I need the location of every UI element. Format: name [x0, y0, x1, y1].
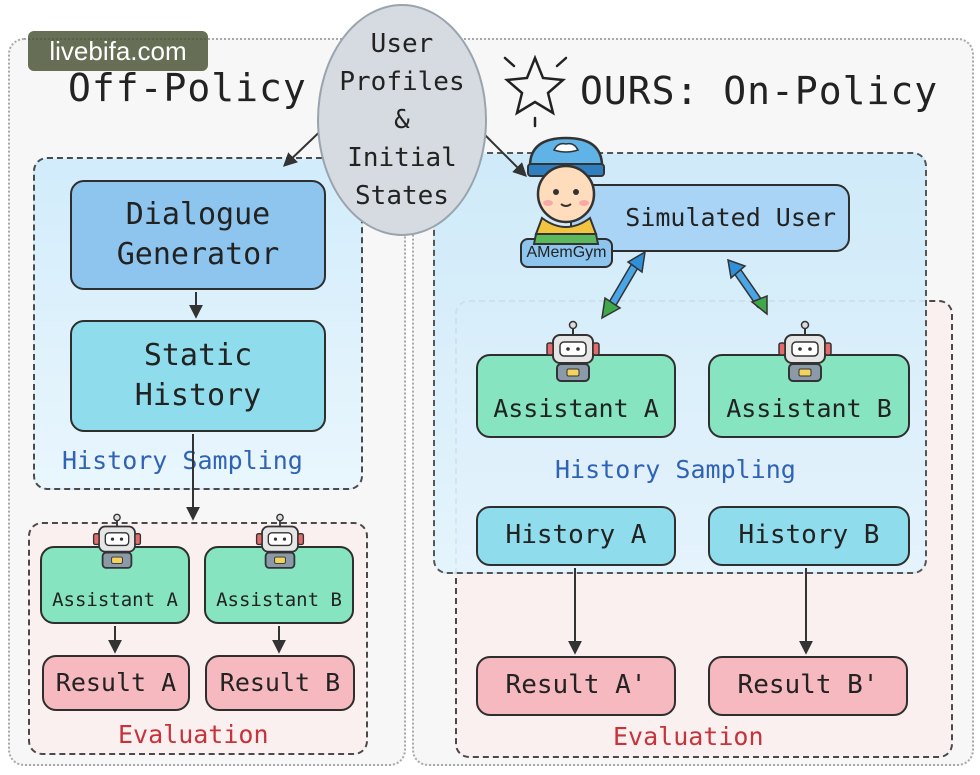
on-result-b-label: Result B'	[737, 670, 879, 701]
off-result-b-box: Result B	[205, 655, 355, 711]
static-history-line2: History	[134, 378, 262, 413]
user-avatar-icon	[527, 136, 605, 245]
robot-icon	[255, 513, 305, 569]
static-history-line1: Static	[143, 337, 253, 373]
robot-icon	[92, 513, 142, 569]
double-arrow-icon	[727, 258, 768, 316]
static-history-box: Static History	[70, 320, 326, 432]
on-policy-title: OURS: On-Policy	[580, 69, 939, 113]
sparkle-star-icon	[503, 54, 568, 128]
off-result-b-label: Result B	[219, 668, 341, 698]
off-policy-evaluation-label: Evaluation	[118, 720, 269, 749]
robot-icon	[778, 320, 832, 382]
watermark-text: livebifa.com	[49, 36, 187, 66]
dialogue-generator-line2: Generator	[116, 237, 280, 272]
on-history-b-box: History B	[708, 506, 910, 566]
oval-line-2: Profiles	[339, 67, 465, 97]
on-policy-evaluation-label: Evaluation	[613, 722, 764, 751]
off-assistant-b-label: Assistant B	[216, 589, 342, 612]
double-arrow-icon	[601, 250, 646, 320]
dialogue-generator-line1: Dialogue	[125, 196, 271, 232]
amemgym-badge-text: AMemGym	[526, 244, 607, 261]
on-policy-history-sampling-label: History Sampling	[555, 455, 796, 484]
simulated-user-label: Simulated User	[625, 203, 836, 233]
on-assistant-b-label: Assistant B	[726, 394, 892, 424]
off-assistant-a-label: Assistant A	[52, 589, 178, 612]
user-profiles-oval: User Profiles & Initial States	[317, 4, 487, 236]
oval-line-3: &	[394, 105, 410, 135]
oval-line-4: Initial	[347, 143, 457, 173]
on-history-a-label: History A	[505, 520, 647, 551]
on-history-b-label: History B	[738, 520, 880, 551]
robot-icon	[546, 320, 600, 382]
on-history-a-box: History A	[476, 506, 676, 566]
on-assistant-a-label: Assistant A	[493, 394, 659, 424]
off-policy-title: Off-Policy	[68, 66, 307, 110]
oval-line-1: User	[370, 29, 434, 59]
oval-line-5: States	[355, 181, 449, 211]
on-result-a-box: Result A'	[476, 656, 676, 716]
off-result-a-label: Result A	[55, 668, 177, 698]
off-policy-history-sampling-label: History Sampling	[62, 446, 303, 475]
off-result-a-box: Result A	[42, 655, 190, 711]
dialogue-generator-box: Dialogue Generator	[70, 180, 326, 290]
on-result-a-label: Result A'	[505, 670, 647, 701]
simulated-user-box: Simulated User	[570, 184, 850, 252]
watermark: livebifa.com	[28, 31, 208, 71]
on-result-b-box: Result B'	[708, 656, 908, 716]
amemgym-badge: AMemGym	[520, 238, 613, 268]
